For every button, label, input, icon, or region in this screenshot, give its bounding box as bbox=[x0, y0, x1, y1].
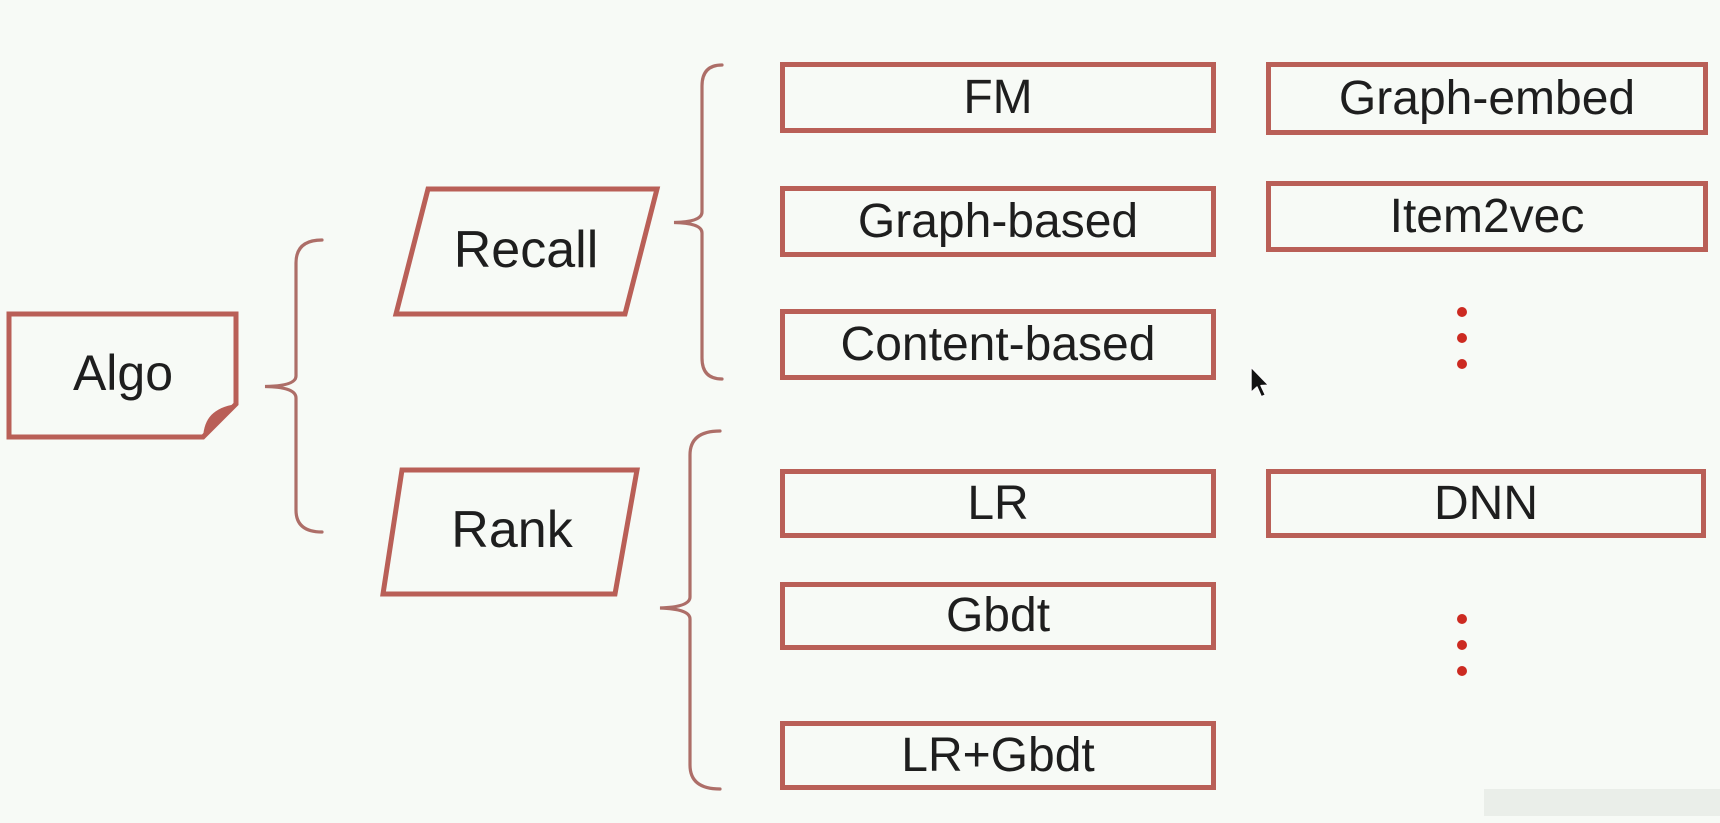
ellipsis-icon-rank bbox=[1457, 614, 1467, 676]
ellipsis-dot bbox=[1457, 640, 1467, 650]
node-gbdt: Gbdt bbox=[780, 582, 1216, 650]
ellipsis-dot bbox=[1457, 666, 1467, 676]
brace-root bbox=[264, 238, 324, 534]
rank-parallelogram-shape bbox=[380, 467, 640, 597]
node-lr: LR bbox=[780, 469, 1216, 538]
node-item2vec-label: Item2vec bbox=[1389, 189, 1585, 243]
mouse-cursor-icon bbox=[1250, 366, 1270, 398]
brace-rank bbox=[659, 429, 722, 791]
ellipsis-dot bbox=[1457, 333, 1467, 343]
ellipsis-dot bbox=[1457, 614, 1467, 624]
node-graph-embed: Graph-embed bbox=[1266, 62, 1708, 135]
node-graph-based-label: Graph-based bbox=[857, 194, 1139, 248]
node-graph-based: Graph-based bbox=[780, 186, 1216, 257]
node-content-based-label: Content-based bbox=[840, 317, 1156, 371]
ellipsis-dot bbox=[1457, 359, 1467, 369]
node-fm: FM bbox=[780, 62, 1216, 133]
ellipsis-icon-recall bbox=[1457, 307, 1467, 369]
node-lr-gbdt-label: LR+Gbdt bbox=[901, 728, 1095, 782]
node-item2vec: Item2vec bbox=[1266, 181, 1708, 252]
brace-recall bbox=[673, 63, 724, 381]
node-graph-embed-label: Graph-embed bbox=[1338, 71, 1636, 125]
node-dnn-label: DNN bbox=[1434, 476, 1538, 530]
algo-note-shape bbox=[6, 311, 239, 440]
node-dnn: DNN bbox=[1266, 469, 1706, 538]
recall-parallelogram-shape bbox=[392, 186, 661, 317]
node-content-based: Content-based bbox=[780, 309, 1216, 380]
node-fm-label: FM bbox=[963, 70, 1033, 124]
node-lr-gbdt: LR+Gbdt bbox=[780, 721, 1216, 790]
ellipsis-dot bbox=[1457, 307, 1467, 317]
watermark-overlay bbox=[1484, 789, 1720, 816]
node-lr-label: LR bbox=[967, 476, 1029, 530]
node-gbdt-label: Gbdt bbox=[945, 589, 1051, 642]
